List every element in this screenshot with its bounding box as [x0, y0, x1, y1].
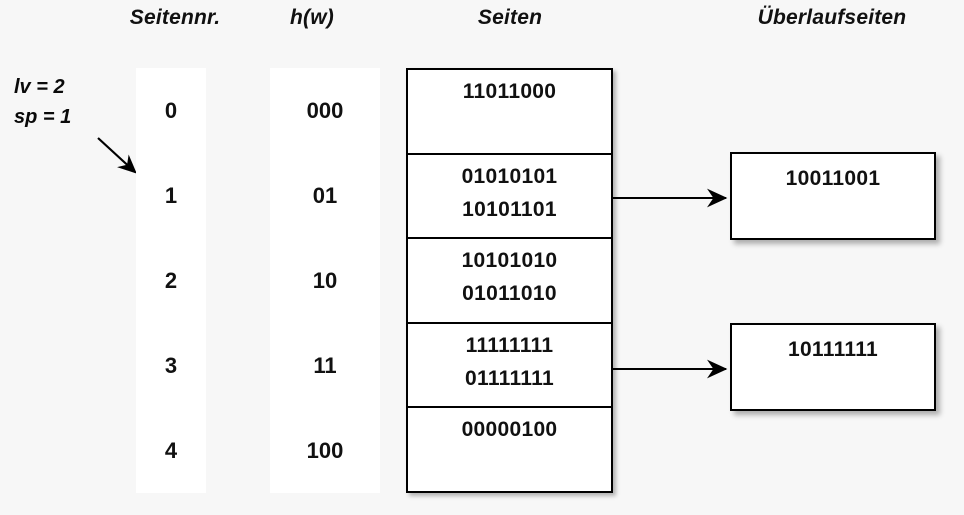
overflow-page: 10111111	[730, 323, 936, 411]
page-entry: 11011000	[462, 80, 557, 103]
hash-value-cell: 100	[306, 437, 344, 463]
page-row: 11111111 01111111	[408, 324, 611, 409]
overflow-connector-arrow-icon	[612, 359, 728, 379]
page-entry: 01010101	[461, 164, 558, 188]
column-header-hash-function: h(w)	[290, 6, 334, 29]
column-header-seiten: Seiten	[477, 6, 543, 29]
page-entry: 11111111	[465, 333, 554, 357]
hash-value-cell: 11	[313, 352, 337, 378]
column-seitennr: 0 1 2 3 4	[136, 68, 206, 493]
split-pointer-arrow-icon	[97, 137, 137, 174]
parameter-sp: sp = 1	[14, 106, 72, 128]
page-stack: 11011000 01010101 10101101 10101010 0101…	[406, 68, 613, 493]
page-row: 00000100	[408, 408, 611, 491]
hash-value-cell: 000	[306, 97, 344, 123]
seitennr-cell: 3	[164, 352, 178, 378]
hash-value-cell: 10	[312, 267, 338, 293]
column-header-seitennr: Seitennr.	[129, 6, 221, 29]
hash-value-cell: 01	[312, 182, 338, 208]
page-entry: 01111111	[465, 366, 554, 390]
page-entry: 01011010	[462, 282, 557, 306]
page-entry: 00000100	[461, 418, 558, 442]
seitennr-cell: 1	[164, 182, 178, 208]
column-header-ueberlaufseiten: Überlaufseiten	[757, 6, 907, 29]
overflow-page: 10011001	[730, 152, 936, 240]
overflow-entry: 10011001	[785, 167, 881, 190]
parameter-lv: lv = 2	[14, 76, 65, 98]
overflow-connector-arrow-icon	[612, 188, 728, 208]
page-entry: 10101101	[462, 197, 557, 221]
parameter-labels: lv = 2 sp = 1	[14, 72, 71, 132]
seitennr-cell: 0	[164, 97, 178, 123]
page-entry: 10101010	[461, 249, 558, 273]
overflow-entry: 10111111	[787, 338, 879, 361]
seitennr-cell: 4	[164, 437, 178, 463]
column-hash-values: 000 01 10 11 100	[270, 68, 380, 493]
seitennr-cell: 2	[164, 267, 178, 293]
page-row: 10101010 01011010	[408, 239, 611, 324]
page-row: 01010101 10101101	[408, 155, 611, 240]
page-row: 11011000	[408, 70, 611, 155]
